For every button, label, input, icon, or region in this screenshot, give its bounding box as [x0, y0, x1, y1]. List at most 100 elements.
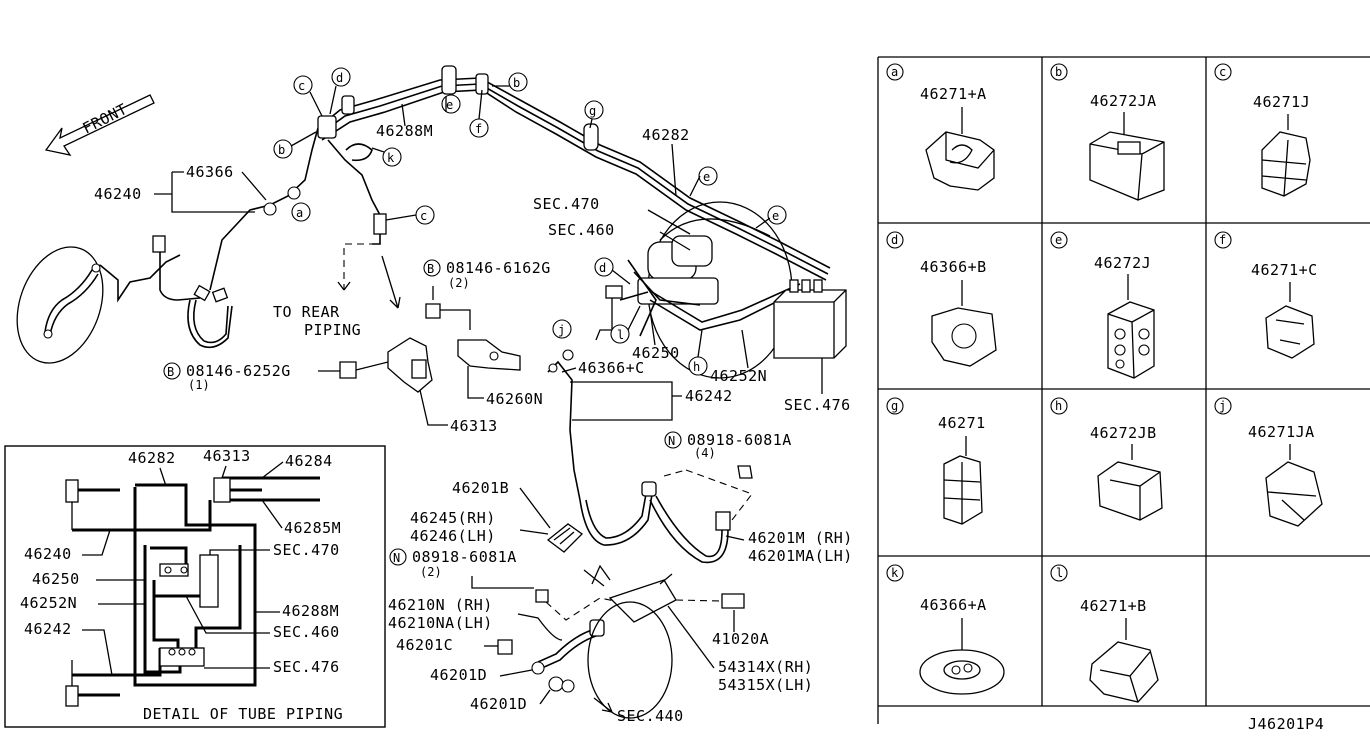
legend-marker-c: c: [1219, 65, 1226, 79]
legend-part-c: 46271J: [1253, 93, 1310, 111]
legend-part-k: 46366+A: [920, 596, 987, 614]
detail-label-46288M: 46288M: [282, 602, 339, 620]
legend-cell-g: g 46271: [886, 397, 986, 525]
legend-cell-a: a 46271+A: [886, 63, 995, 191]
svg-text:g: g: [589, 104, 596, 118]
legend-cell-k: k 46366+A: [886, 564, 1005, 695]
label-46201C: 46201C: [396, 636, 453, 654]
legend-cell-d: d 46366+B: [886, 231, 997, 367]
label-46246: 46246(LH): [410, 527, 496, 545]
detail-label-sec470: SEC.470: [273, 541, 340, 559]
detail-label-46250: 46250: [32, 570, 80, 588]
svg-text:d: d: [336, 71, 343, 85]
legend-cell-h: h 46272JB: [1050, 397, 1163, 521]
legend-cell-c: c 46271J: [1214, 63, 1311, 197]
legend-part-b: 46272JA: [1090, 92, 1157, 110]
svg-text:B: B: [167, 365, 174, 379]
legend-marker-k: k: [891, 566, 899, 580]
svg-text:c: c: [298, 79, 305, 93]
bolt-08146-6162G: 08146-6162G: [446, 259, 551, 277]
svg-text:k: k: [387, 151, 395, 165]
label-46245: 46245(RH): [410, 509, 496, 527]
legend-part-a: 46271+A: [920, 85, 987, 103]
svg-text:e: e: [703, 170, 710, 184]
label-46252N: 46252N: [710, 367, 767, 385]
front-left-wheel-assembly: 46366 46240: [16, 127, 319, 364]
label-46201D-a: 46201D: [430, 666, 487, 684]
label-46210NA: 46210NA(LH): [388, 614, 493, 632]
label-54314X: 54314X(RH): [718, 658, 813, 676]
nut-08918-6081A-low: 08918-6081A: [412, 548, 517, 566]
bolt-08146-6252G-qty: (1): [188, 378, 210, 392]
detail-title: DETAIL OF TUBE PIPING: [143, 705, 343, 723]
bolt-08146-6162G-qty: (2): [448, 276, 470, 290]
diagram-code: J46201P4: [1248, 715, 1324, 733]
label-46313: 46313: [450, 417, 498, 435]
label-46250: 46250: [632, 344, 680, 362]
legend-part-f: 46271+C: [1251, 261, 1318, 279]
label-46242: 46242: [685, 387, 733, 405]
legend-marker-b: b: [1055, 65, 1062, 79]
front-label: FRONT: [80, 100, 131, 138]
rear-note-line2: PIPING: [304, 321, 361, 339]
legend-part-l: 46271+B: [1080, 597, 1147, 615]
detail-label-46252N: 46252N: [20, 594, 77, 612]
bolt-08146-6252G: 08146-6252G: [186, 362, 291, 380]
svg-text:B: B: [427, 262, 434, 276]
legend-marker-h: h: [1055, 399, 1062, 413]
svg-text:e: e: [446, 98, 453, 112]
label-46201B: 46201B: [452, 479, 509, 497]
abs-actuator: [773, 279, 847, 359]
svg-text:a: a: [296, 206, 303, 220]
label-sec440: SEC.440: [617, 707, 684, 725]
svg-text:b: b: [278, 143, 285, 157]
label-sec470: SEC.470: [533, 195, 600, 213]
clip-legend-grid: [877, 56, 1370, 724]
legend-part-j: 46271JA: [1248, 423, 1315, 441]
legend-cell-f: f 46271+C: [1214, 231, 1318, 359]
legend-marker-f: f: [1219, 233, 1226, 247]
legend-cell-b: b 46272JA: [1050, 63, 1165, 201]
nut-08918-6081A-top-qty: (4): [694, 446, 716, 460]
legend-marker-g: g: [891, 399, 898, 413]
master-cylinder-booster: SEC.470 SEC.460 46250 46252N SEC.476 d l…: [533, 195, 851, 414]
svg-text:j: j: [558, 323, 565, 337]
svg-text:c: c: [420, 209, 427, 223]
svg-text:f: f: [475, 122, 482, 136]
legend-cell-j: j 46271JA: [1214, 397, 1323, 527]
svg-text:N: N: [393, 551, 400, 565]
detail-tube-piping-box: DETAIL OF TUBE PIPING 46282 46313 46284 …: [4, 445, 386, 728]
label-46260N: 46260N: [486, 390, 543, 408]
detail-label-46240: 46240: [24, 545, 72, 563]
rear-note-line1: TO REAR: [273, 303, 340, 321]
front-arrow: FRONT: [44, 94, 155, 156]
svg-text:N: N: [668, 434, 675, 448]
detail-label-46313: 46313: [203, 447, 251, 465]
legend-marker-a: a: [891, 65, 898, 79]
legend-part-e: 46272J: [1094, 254, 1151, 272]
legend-cell-e: e 46272J: [1050, 231, 1155, 379]
svg-text:e: e: [772, 209, 779, 223]
legend-marker-d: d: [891, 233, 898, 247]
label-46366-c: 46366+C: [578, 359, 645, 377]
top-tube-run: 46288M 46282: [317, 65, 831, 281]
svg-text:d: d: [599, 261, 606, 275]
nut-08918-6081A-top: 08918-6081A: [687, 431, 792, 449]
label-46210N: 46210N (RH): [388, 596, 493, 614]
to-rear-piping-note: TO REAR PIPING: [273, 243, 401, 339]
legend-part-g: 46271: [938, 414, 986, 432]
detail-label-46282: 46282: [128, 449, 176, 467]
legend-cell-l: l 46271+B: [1050, 564, 1159, 703]
junction-bracket: B 08146-6162G (2) B 08146-6252G (1) 4626…: [163, 259, 551, 435]
label-sec476: SEC.476: [784, 396, 851, 414]
detail-label-46284: 46284: [285, 452, 333, 470]
detail-label-sec460: SEC.460: [273, 623, 340, 641]
tube-46242: 46366+C 46242: [547, 349, 733, 501]
legend-marker-e: e: [1055, 233, 1062, 247]
label-46366: 46366: [186, 163, 234, 181]
label-41020A: 41020A: [712, 630, 769, 648]
label-46240: 46240: [94, 185, 142, 203]
label-sec460: SEC.460: [548, 221, 615, 239]
legend-marker-l: l: [1056, 566, 1063, 580]
